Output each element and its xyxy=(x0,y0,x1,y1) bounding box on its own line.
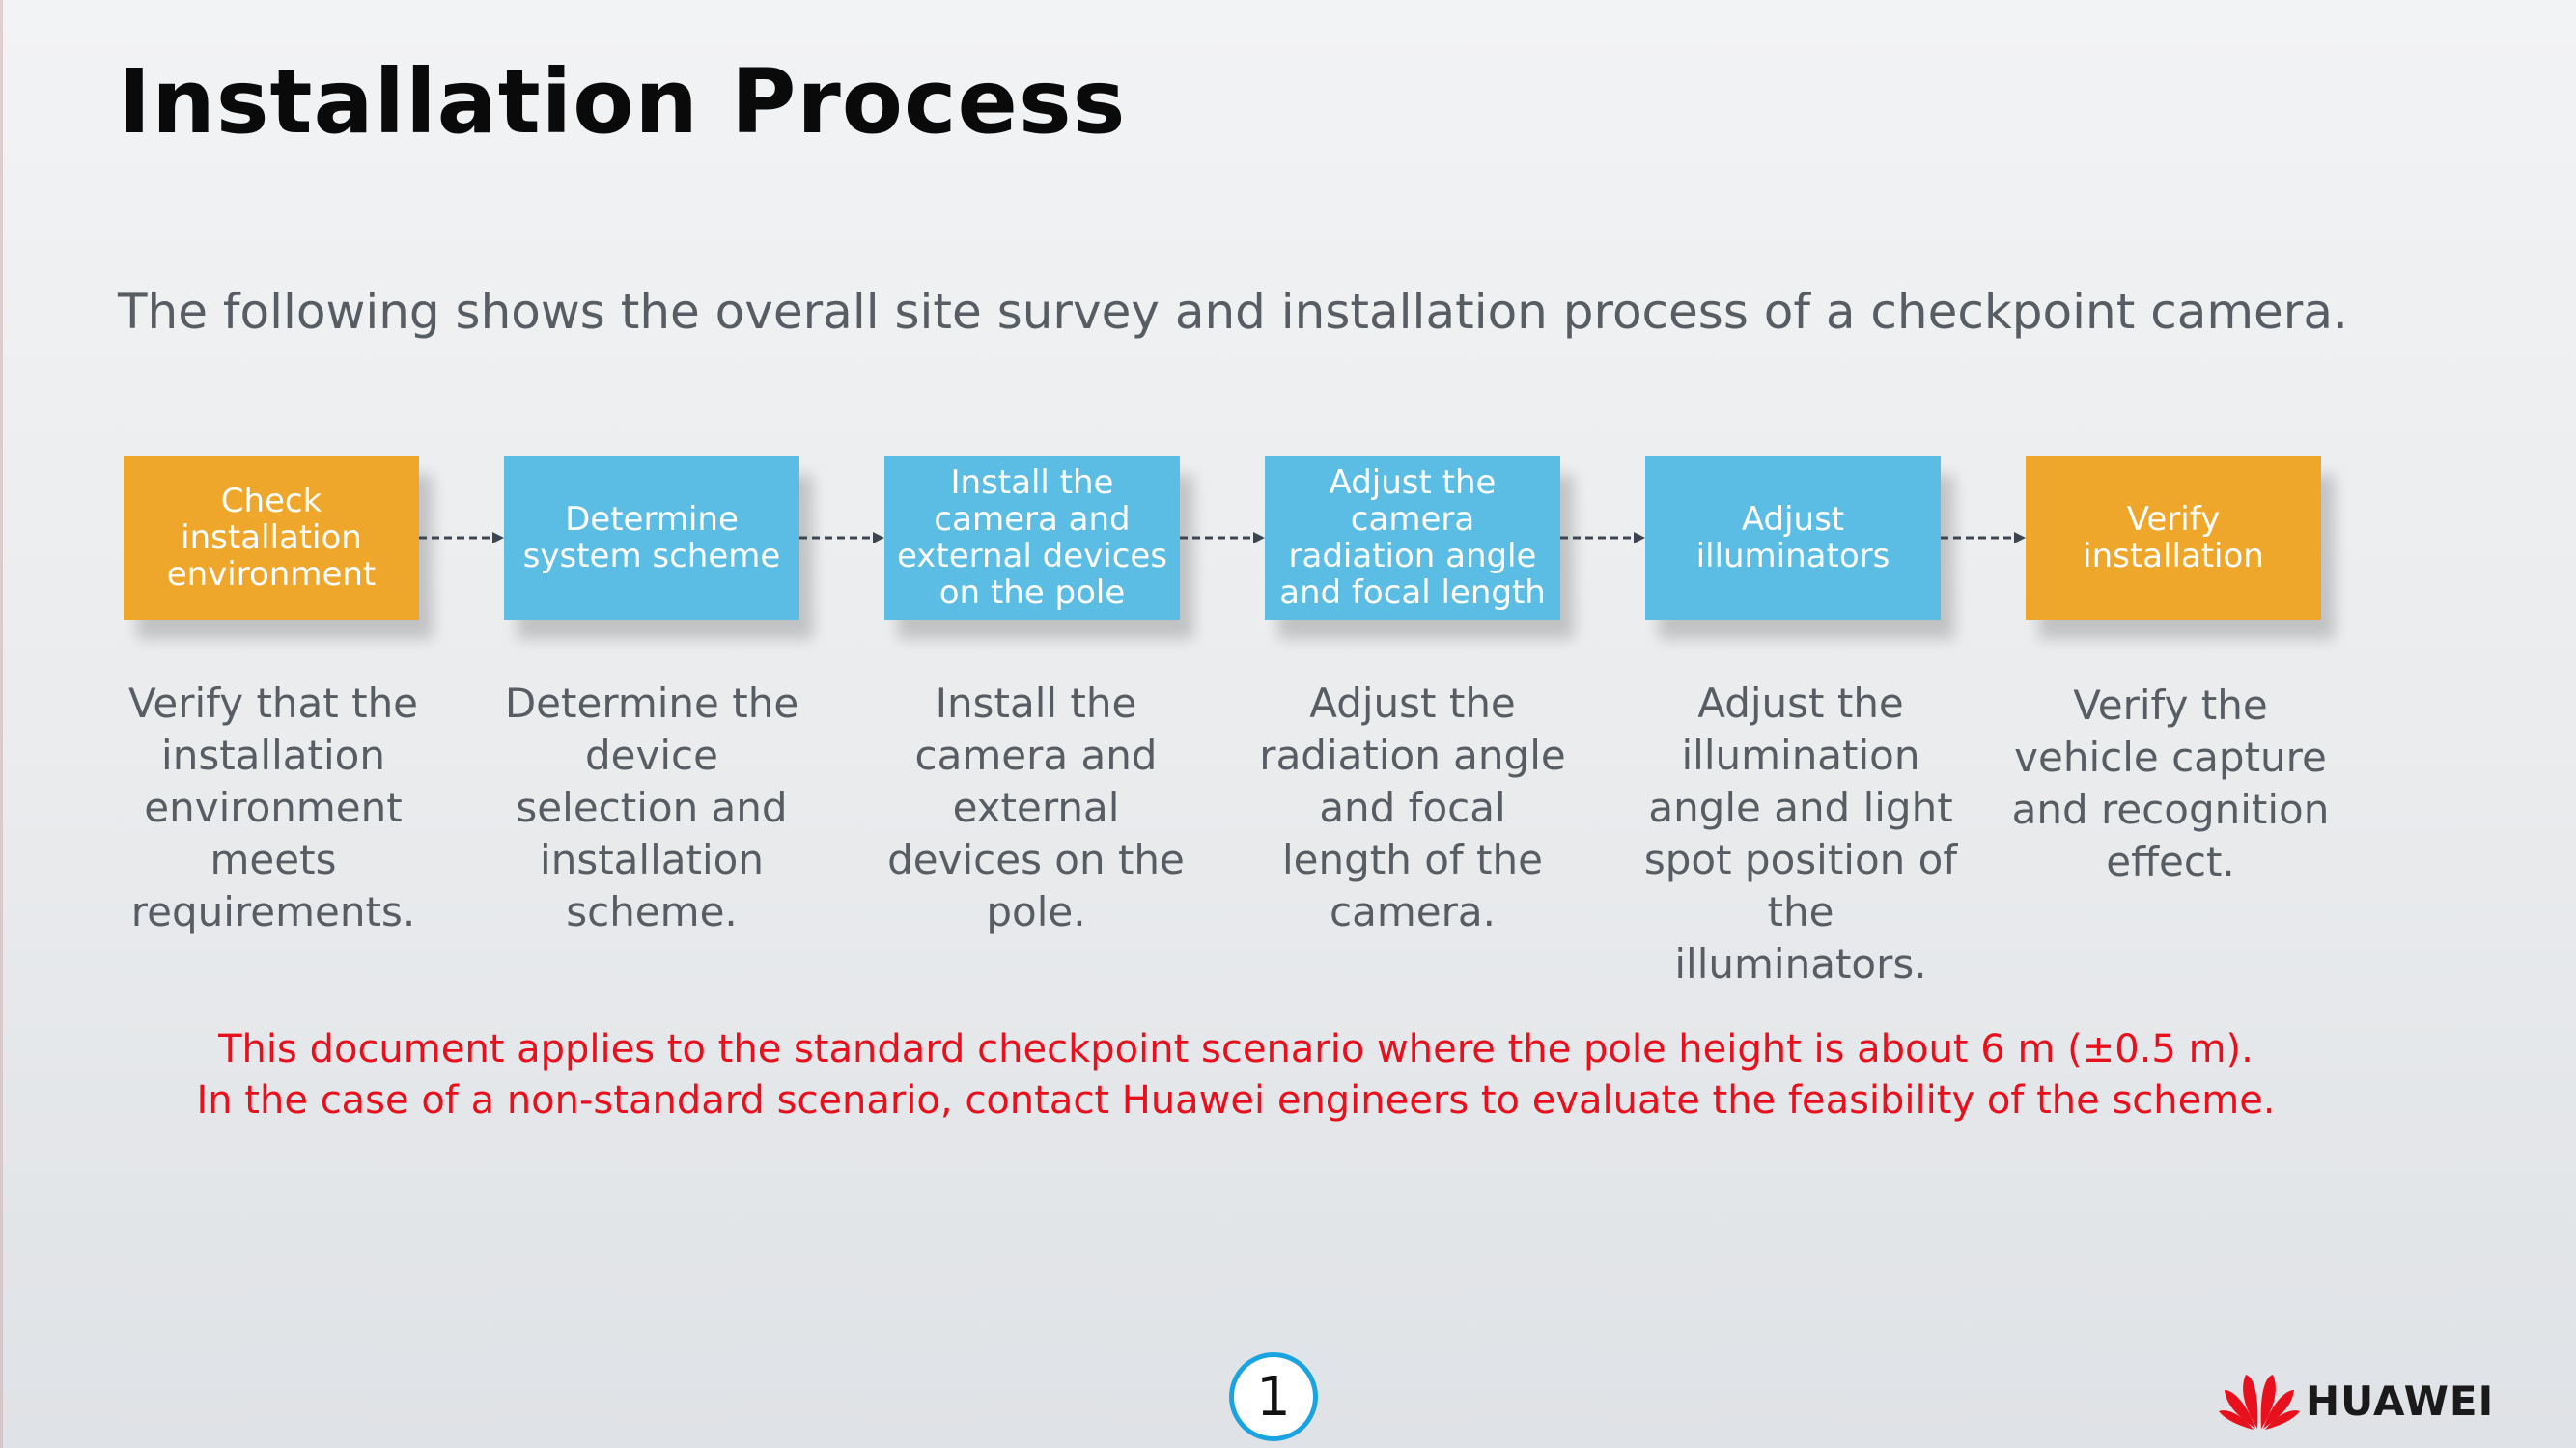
flow-arrow-4 xyxy=(1560,532,1645,543)
huawei-flower-icon xyxy=(2219,1375,2300,1430)
step-label-4: Adjust the camera radiation angle and fo… xyxy=(1279,463,1546,612)
step-description-6: Verify the vehicle capture and recogniti… xyxy=(2011,682,2330,885)
huawei-logo: HUAWEI xyxy=(2219,1371,2494,1431)
step-description-5: Adjust the illumination angle and light … xyxy=(1643,680,1958,988)
scope-note: This document applies to the standard ch… xyxy=(218,1027,2254,1072)
flow-arrow-1 xyxy=(419,532,504,543)
step-box-1: Check installation environment xyxy=(124,456,419,620)
step-description-3: Install the camera and external devices … xyxy=(887,680,1185,935)
step-box-2: Determine system scheme xyxy=(504,456,799,620)
step-label-2: Determine system scheme xyxy=(522,500,781,575)
step-description-1: Verify that the installation environment… xyxy=(127,680,419,935)
step-description-2: Determine the device selection and insta… xyxy=(504,680,799,935)
step-label-6: Verify installation xyxy=(2083,500,2264,575)
brand-name: HUAWEI xyxy=(2306,1377,2495,1425)
step-label-5: Adjust illuminators xyxy=(1695,500,1890,575)
step-label-3: Install the camera and external devices … xyxy=(896,463,1168,612)
step-box-3: Install the camera and external devices … xyxy=(884,456,1180,620)
step-box-5: Adjust illuminators xyxy=(1645,456,1941,620)
page-number-badge: 1 xyxy=(1229,1352,1318,1441)
flow-arrow-3 xyxy=(1180,532,1265,543)
intro-text: The following shows the overall site sur… xyxy=(118,284,2348,340)
step-label-1: Check installation environment xyxy=(166,482,377,594)
flow-arrow-2 xyxy=(799,532,884,543)
nonstandard-note: In the case of a non-standard scenario, … xyxy=(196,1078,2276,1123)
slide-edge xyxy=(0,0,3,1448)
page-title: Installation Process xyxy=(118,50,1127,153)
step-description-4: Adjust the radiation angle and focal len… xyxy=(1259,680,1566,935)
step-box-4: Adjust the camera radiation angle and fo… xyxy=(1265,456,1560,620)
flow-arrow-5 xyxy=(1941,532,2026,543)
step-box-6: Verify installation xyxy=(2026,456,2321,620)
